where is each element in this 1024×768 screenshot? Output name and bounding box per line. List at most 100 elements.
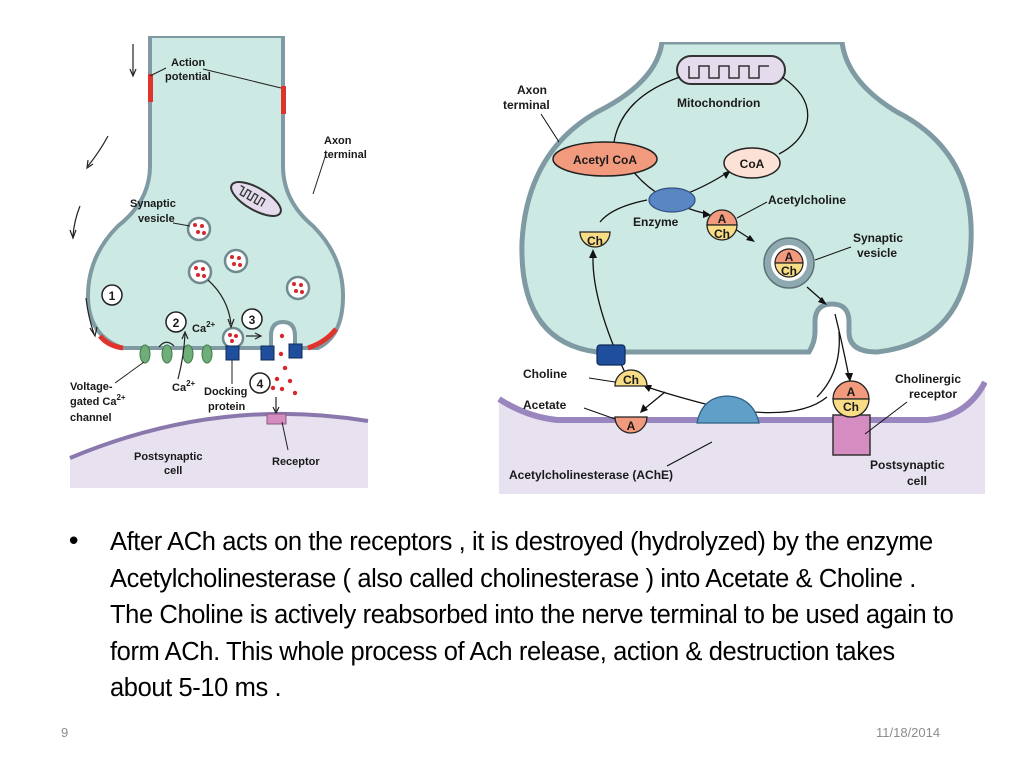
action-potential-marker	[281, 86, 286, 114]
cholinergic-receptor-label: Cholinergic	[895, 372, 961, 386]
voltage-gated-channel-label: channel	[70, 412, 112, 424]
postsynaptic-cell-label: cell	[164, 465, 182, 477]
synaptic-vesicle: A Ch	[763, 237, 815, 289]
arrow-head-icon	[746, 235, 755, 242]
svg-text:A: A	[847, 385, 856, 399]
action-potential-marker	[98, 334, 124, 351]
ca-flow-arrow	[158, 341, 175, 348]
voltage-gated-channel-label: Voltage-	[70, 381, 113, 393]
choline-label: Choline	[523, 367, 567, 381]
arrow-head-icon	[703, 210, 711, 218]
step-marker-3: 3	[241, 308, 263, 330]
svg-text:2: 2	[173, 316, 180, 330]
arrow-head-icon	[272, 406, 280, 415]
choline-molecule: Ch	[579, 231, 611, 248]
acetylcholinesterase-enzyme	[696, 395, 760, 424]
acetate-label: Acetate	[523, 398, 567, 412]
svg-text:CoA: CoA	[740, 157, 765, 171]
ca-influx-arrow	[177, 333, 186, 380]
neurotransmitter-dots	[270, 333, 298, 396]
axon-terminal-label: terminal	[324, 149, 367, 161]
axon-terminal-body	[519, 39, 974, 355]
acetylcholine-label: Acetylcholine	[768, 193, 846, 207]
synaptic-vesicle	[285, 275, 311, 301]
axon-terminal-label: Axon	[324, 135, 352, 147]
docking-protein	[260, 345, 275, 361]
postsynaptic-cell	[499, 382, 985, 494]
postsynaptic-cell	[70, 413, 368, 488]
bullet-text: After ACh acts on the receptors , it is …	[110, 528, 954, 703]
arrow-head-icon	[181, 330, 189, 340]
pore-to-ache-line	[816, 331, 840, 398]
mito-to-acetylcoa-line	[613, 76, 681, 143]
svg-text:4: 4	[257, 377, 264, 391]
cholinergic-receptor-label: receptor	[909, 387, 957, 401]
arrow-head-icon	[640, 404, 648, 413]
slide-number: 9	[61, 725, 69, 740]
slide-date: 11/18/2014	[876, 725, 941, 740]
receptor-label: Receptor	[272, 456, 320, 468]
mitochondrion-icon	[676, 55, 786, 85]
axon-terminal-label: terminal	[503, 98, 550, 112]
postsynaptic-cell-label: Postsynaptic	[870, 458, 945, 472]
arrow-head-icon	[643, 385, 652, 392]
action-potential-label: potential	[165, 71, 211, 83]
coa-node: CoA	[723, 147, 781, 179]
arrow-head-icon	[254, 332, 263, 340]
free-choline-molecule: Ch	[614, 369, 648, 387]
vesicle-path-arrow	[207, 279, 232, 325]
synaptic-vesicle-label: vesicle	[857, 246, 897, 260]
mito-to-coa-line	[778, 76, 809, 155]
receptor	[266, 413, 287, 425]
step-marker-2: 2	[165, 311, 187, 333]
svg-text:Ch: Ch	[714, 227, 730, 241]
action-potential-marker	[307, 327, 338, 351]
choline-transporter	[596, 344, 626, 366]
axon-terminal-label: Axon	[517, 83, 547, 97]
ca-ion-label: Ca2+	[172, 379, 196, 394]
cholinergic-receptor	[832, 414, 871, 456]
postsynaptic-cell-label: cell	[907, 474, 927, 488]
synapse-release-diagram: 1 2 3 4 Action potential Axon terminal S…	[68, 34, 373, 488]
action-potential-marker	[148, 74, 153, 102]
svg-text:A: A	[785, 250, 794, 264]
arrow-head-icon	[845, 373, 853, 382]
step-marker-4: 4	[249, 372, 271, 394]
synaptic-vesicle	[186, 216, 212, 242]
svg-text:A: A	[627, 419, 636, 433]
voltage-gated-ca-channel	[139, 344, 213, 364]
svg-text:Ch: Ch	[587, 234, 603, 248]
docking-protein	[288, 343, 303, 359]
enzyme-label: Enzyme	[633, 215, 679, 229]
arrow-head-icon	[589, 249, 597, 258]
svg-text:1: 1	[109, 289, 116, 303]
ach-cycle-diagram: Acetyl CoA CoA Enzyme A Ch Acetylcholine…	[497, 39, 988, 494]
svg-text:Acetyl CoA: Acetyl CoA	[573, 153, 637, 167]
ch-to-enzyme-line	[599, 199, 648, 223]
docking-protein-label: protein	[208, 401, 246, 413]
ache-to-acetate-arrow	[642, 391, 666, 411]
svg-text:Ch: Ch	[781, 264, 797, 278]
docking-vesicle	[221, 326, 245, 350]
release-to-receptor-arrow	[834, 313, 850, 378]
docking-protein-label: Docking	[204, 386, 247, 398]
mitochondrion-icon	[230, 181, 282, 217]
svg-text:Ch: Ch	[843, 400, 859, 414]
arrow-head-icon	[227, 318, 235, 329]
svg-text:Ch: Ch	[623, 373, 639, 387]
synaptic-vesicle	[223, 248, 249, 274]
postsynaptic-cell-label: Postsynaptic	[134, 451, 202, 463]
axon-terminal-body	[85, 34, 346, 350]
svg-text:3: 3	[249, 313, 256, 327]
acetylcholine-molecule: A Ch	[706, 209, 738, 241]
docking-protein	[225, 345, 240, 361]
direction-arrow-icon	[69, 44, 137, 338]
postsynaptic-membrane	[69, 411, 369, 460]
postsynaptic-membrane	[497, 380, 988, 423]
ca-ion-label: Ca2+	[192, 320, 216, 335]
voltage-gated-channel-label: gated Ca2+	[70, 393, 126, 408]
synaptic-vesicle-label: vesicle	[138, 213, 175, 225]
acetate-molecule: A	[614, 416, 648, 434]
step-marker-1: 1	[101, 284, 123, 306]
bullet-icon: •	[66, 527, 82, 557]
